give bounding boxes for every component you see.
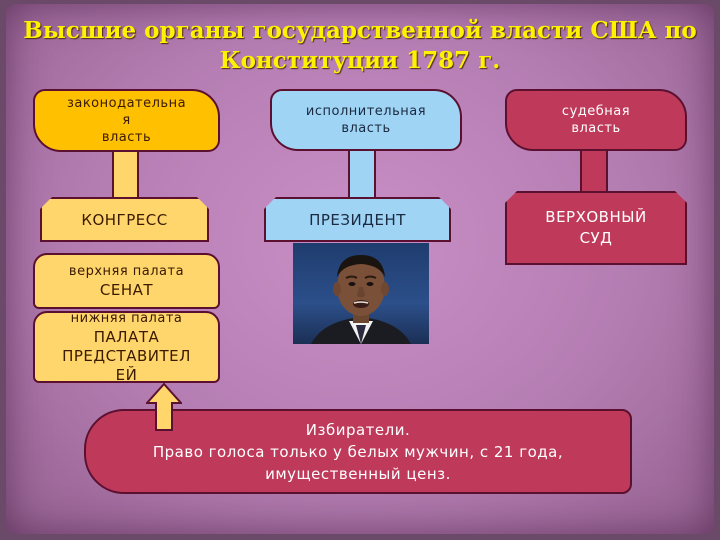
- lower-chamber-box: нижняя палата ПАЛАТА ПРЕДСТАВИТЕЛ ЕЙ: [33, 311, 220, 384]
- house-label-2: ПРЕДСТАВИТЕЛ: [62, 347, 191, 365]
- president-label: ПРЕЗИДЕНТ: [309, 210, 406, 229]
- legislative-label-2: я: [122, 113, 131, 128]
- president-box: ПРЕЗИДЕНТ: [264, 197, 451, 242]
- judicial-branch-box: судебная власть: [505, 89, 687, 151]
- congress-label: КОНГРЕСС: [81, 210, 168, 229]
- judicial-label-1: судебная: [561, 104, 631, 119]
- court-label-2: СУД: [579, 229, 613, 247]
- slide-title: Высшие органы государственной власти США…: [0, 16, 720, 76]
- judicial-label-2: власть: [571, 121, 621, 136]
- upper-chamber-box: верхняя палата СЕНАТ: [33, 253, 220, 309]
- portrait-image: [311, 255, 411, 344]
- upper-chamber-caption: верхняя палата: [68, 264, 185, 279]
- executive-label-2: власть: [341, 121, 391, 136]
- voters-line-2: Право голоса только у белых мужчин, с 21…: [152, 442, 564, 461]
- legislative-label-3: власть: [101, 130, 152, 145]
- voters-box: Избиратели. Право голоса только у белых …: [84, 409, 632, 494]
- voters-title: Избиратели.: [305, 420, 411, 439]
- up-arrow-icon: [146, 383, 182, 431]
- congress-box: КОНГРЕСС: [40, 197, 209, 242]
- title-line-1: Высшие органы государственной власти США…: [23, 17, 697, 44]
- president-photo: [293, 243, 429, 344]
- house-label-1: ПАЛАТА: [93, 328, 160, 346]
- judicial-connector: [580, 151, 608, 193]
- lower-chamber-caption: нижняя палата: [70, 311, 183, 326]
- executive-label-1: исполнительная: [305, 104, 427, 119]
- executive-connector: [348, 151, 376, 199]
- voters-line-3: имущественный ценз.: [265, 464, 451, 483]
- legislative-connector: [112, 151, 139, 199]
- executive-branch-box: исполнительная власть: [270, 89, 462, 151]
- house-label-3: ЕЙ: [115, 366, 138, 384]
- senate-label: СЕНАТ: [99, 281, 154, 299]
- court-label-1: ВЕРХОВНЫЙ: [545, 208, 647, 226]
- supreme-court-box: ВЕРХОВНЫЙ СУД: [505, 191, 687, 265]
- title-line-2: Конституции 1787 г.: [219, 47, 501, 74]
- legislative-label-1: законодательна: [66, 96, 187, 111]
- legislative-branch-box: законодательна я власть: [33, 89, 220, 152]
